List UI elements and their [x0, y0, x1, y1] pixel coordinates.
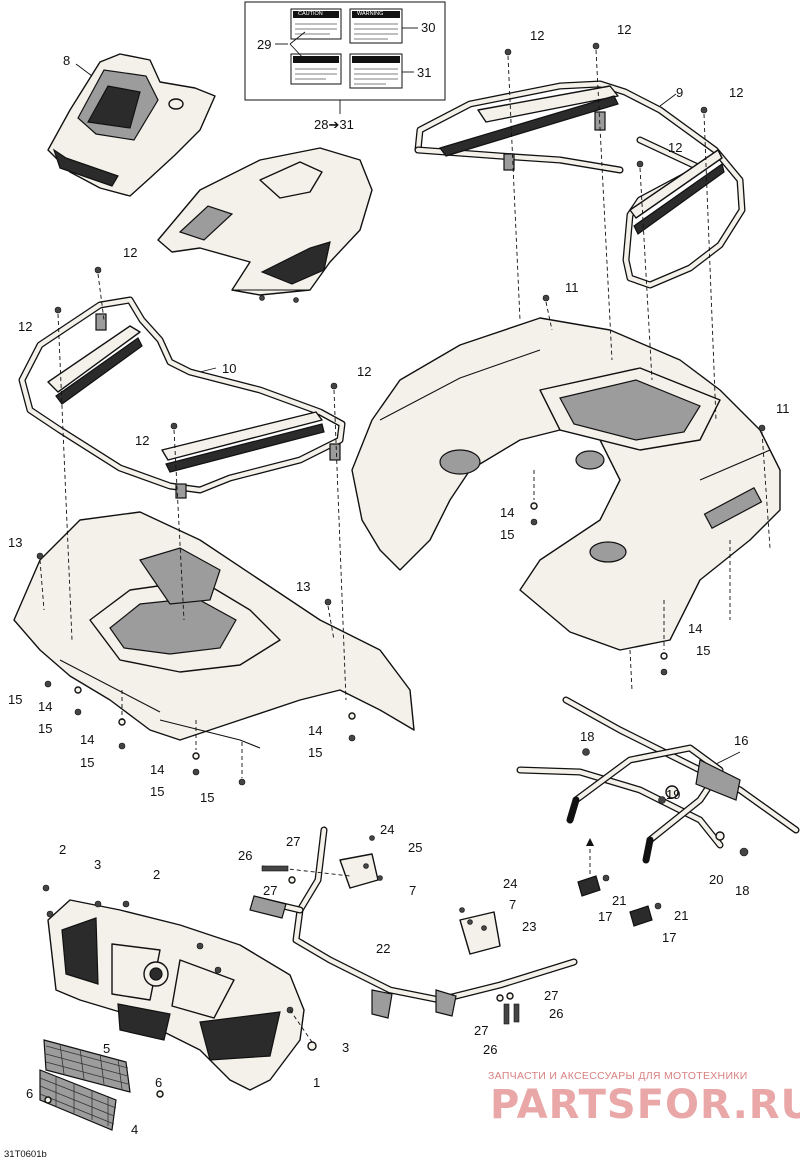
- front-fascia-part-1: [42, 884, 317, 1091]
- callout-part-2: 2: [59, 842, 67, 857]
- watermark-tagline: ЗАПЧАСТИ И АКСЕССУАРЫ ДЛЯ МОТОТЕХНИКИ: [488, 1070, 748, 1082]
- callout-part-7: 7: [409, 883, 417, 898]
- callout-part-27: 27: [544, 988, 559, 1003]
- grille-mesh-part-4: [39, 1069, 164, 1131]
- callout-part-12: 12: [357, 364, 372, 379]
- callout-part-2: 2: [153, 867, 161, 882]
- callout-part-14: 14: [150, 762, 165, 777]
- fastener-set: [36, 42, 766, 786]
- callout-part-26: 26: [549, 1006, 564, 1021]
- callout-part-12: 12: [530, 28, 545, 43]
- callout-part-12: 12: [729, 85, 744, 100]
- callout-part-10: 10: [222, 361, 237, 376]
- callout-part-16: 16: [734, 733, 749, 748]
- bumper-frame-part-22: [249, 826, 578, 1019]
- callout-part-12: 12: [18, 319, 33, 334]
- callout-part-15: 15: [308, 745, 323, 760]
- subframe-hardware: [577, 748, 749, 927]
- sticker-warning-text: WARNING: [357, 11, 384, 17]
- callout-part-1: 1: [313, 1075, 321, 1090]
- callout-part-3: 3: [342, 1040, 350, 1055]
- rear-fender-part-11: [351, 317, 781, 651]
- callout-part-7: 7: [509, 897, 517, 912]
- callout-part-19: 19: [666, 787, 681, 802]
- callout-part-14: 14: [80, 732, 95, 747]
- front-fender: [13, 511, 415, 749]
- callout-part-21: 21: [612, 893, 627, 908]
- callout-part-14: 14: [688, 621, 703, 636]
- callout-part-17: 17: [598, 909, 613, 924]
- callout-part-15: 15: [8, 692, 23, 707]
- decal-warning-1: [349, 8, 403, 44]
- decal-warning-2: [349, 53, 403, 89]
- callout-part-26: 26: [483, 1042, 498, 1057]
- callout-part-29: 29: [257, 37, 272, 52]
- callout-part-25: 25: [408, 840, 423, 855]
- callout-part-18: 18: [735, 883, 750, 898]
- console-cover: [157, 147, 373, 303]
- watermark-brand: PARTSFOR.RU: [490, 1082, 800, 1128]
- grille-mesh-part-5: [43, 1039, 131, 1093]
- front-rack-part-10: [18, 296, 346, 499]
- callout-part-4: 4: [131, 1122, 139, 1137]
- callout-part-15: 15: [696, 643, 711, 658]
- callout-part-27: 27: [474, 1023, 489, 1038]
- callout-part-20: 20: [709, 872, 724, 887]
- callout-part-23: 23: [522, 919, 537, 934]
- callout-part-8: 8: [63, 53, 71, 68]
- callout-part-15: 15: [500, 527, 515, 542]
- callout-part-31: 31: [417, 65, 432, 80]
- headlight-cowl-part-8: [47, 53, 216, 197]
- callout-part-11: 11: [776, 401, 790, 416]
- callout-part-15: 15: [80, 755, 95, 770]
- assembly-lines: [39, 49, 771, 1043]
- sticker-caution-text: CAUTION: [298, 11, 323, 17]
- callout-part-28-31: 28➔31: [314, 117, 354, 132]
- callout-part-12: 12: [617, 22, 632, 37]
- rear-subframe-part-16: [516, 696, 800, 864]
- callout-part-11: 11: [565, 280, 579, 295]
- callout-part-27: 27: [263, 883, 278, 898]
- callout-part-5: 5: [103, 1041, 111, 1056]
- callout-part-12: 12: [668, 140, 683, 155]
- callout-part-9: 9: [676, 85, 684, 100]
- callout-part-12: 12: [123, 245, 138, 260]
- callout-part-15: 15: [150, 784, 165, 799]
- callout-part-13: 13: [8, 535, 23, 550]
- callout-part-21: 21: [674, 908, 689, 923]
- callout-part-24: 24: [503, 876, 518, 891]
- callout-part-27: 27: [286, 834, 301, 849]
- callout-part-22: 22: [376, 941, 391, 956]
- decal-caution-1: [290, 8, 342, 40]
- callout-part-30: 30: [421, 20, 436, 35]
- decal-set-box: [244, 1, 446, 114]
- callout-part-3: 3: [94, 857, 102, 872]
- callout-part-6: 6: [26, 1086, 34, 1101]
- callout-part-13: 13: [296, 579, 311, 594]
- callout-part-26: 26: [238, 848, 253, 863]
- callout-part-15: 15: [38, 721, 53, 736]
- diagram-reference-code: 31T0601b: [4, 1149, 47, 1160]
- callout-part-17: 17: [662, 930, 677, 945]
- decal-caution-2: [290, 53, 342, 85]
- callout-part-14: 14: [38, 699, 53, 714]
- rear-rack-part-9: [414, 80, 746, 289]
- callout-part-14: 14: [500, 505, 515, 520]
- callout-part-15: 15: [200, 790, 215, 805]
- callout-part-12: 12: [135, 433, 150, 448]
- callout-part-6: 6: [155, 1075, 163, 1090]
- callout-part-18: 18: [580, 729, 595, 744]
- callout-part-14: 14: [308, 723, 323, 738]
- callout-part-24: 24: [380, 822, 395, 837]
- bumper-hardware: [261, 835, 520, 1025]
